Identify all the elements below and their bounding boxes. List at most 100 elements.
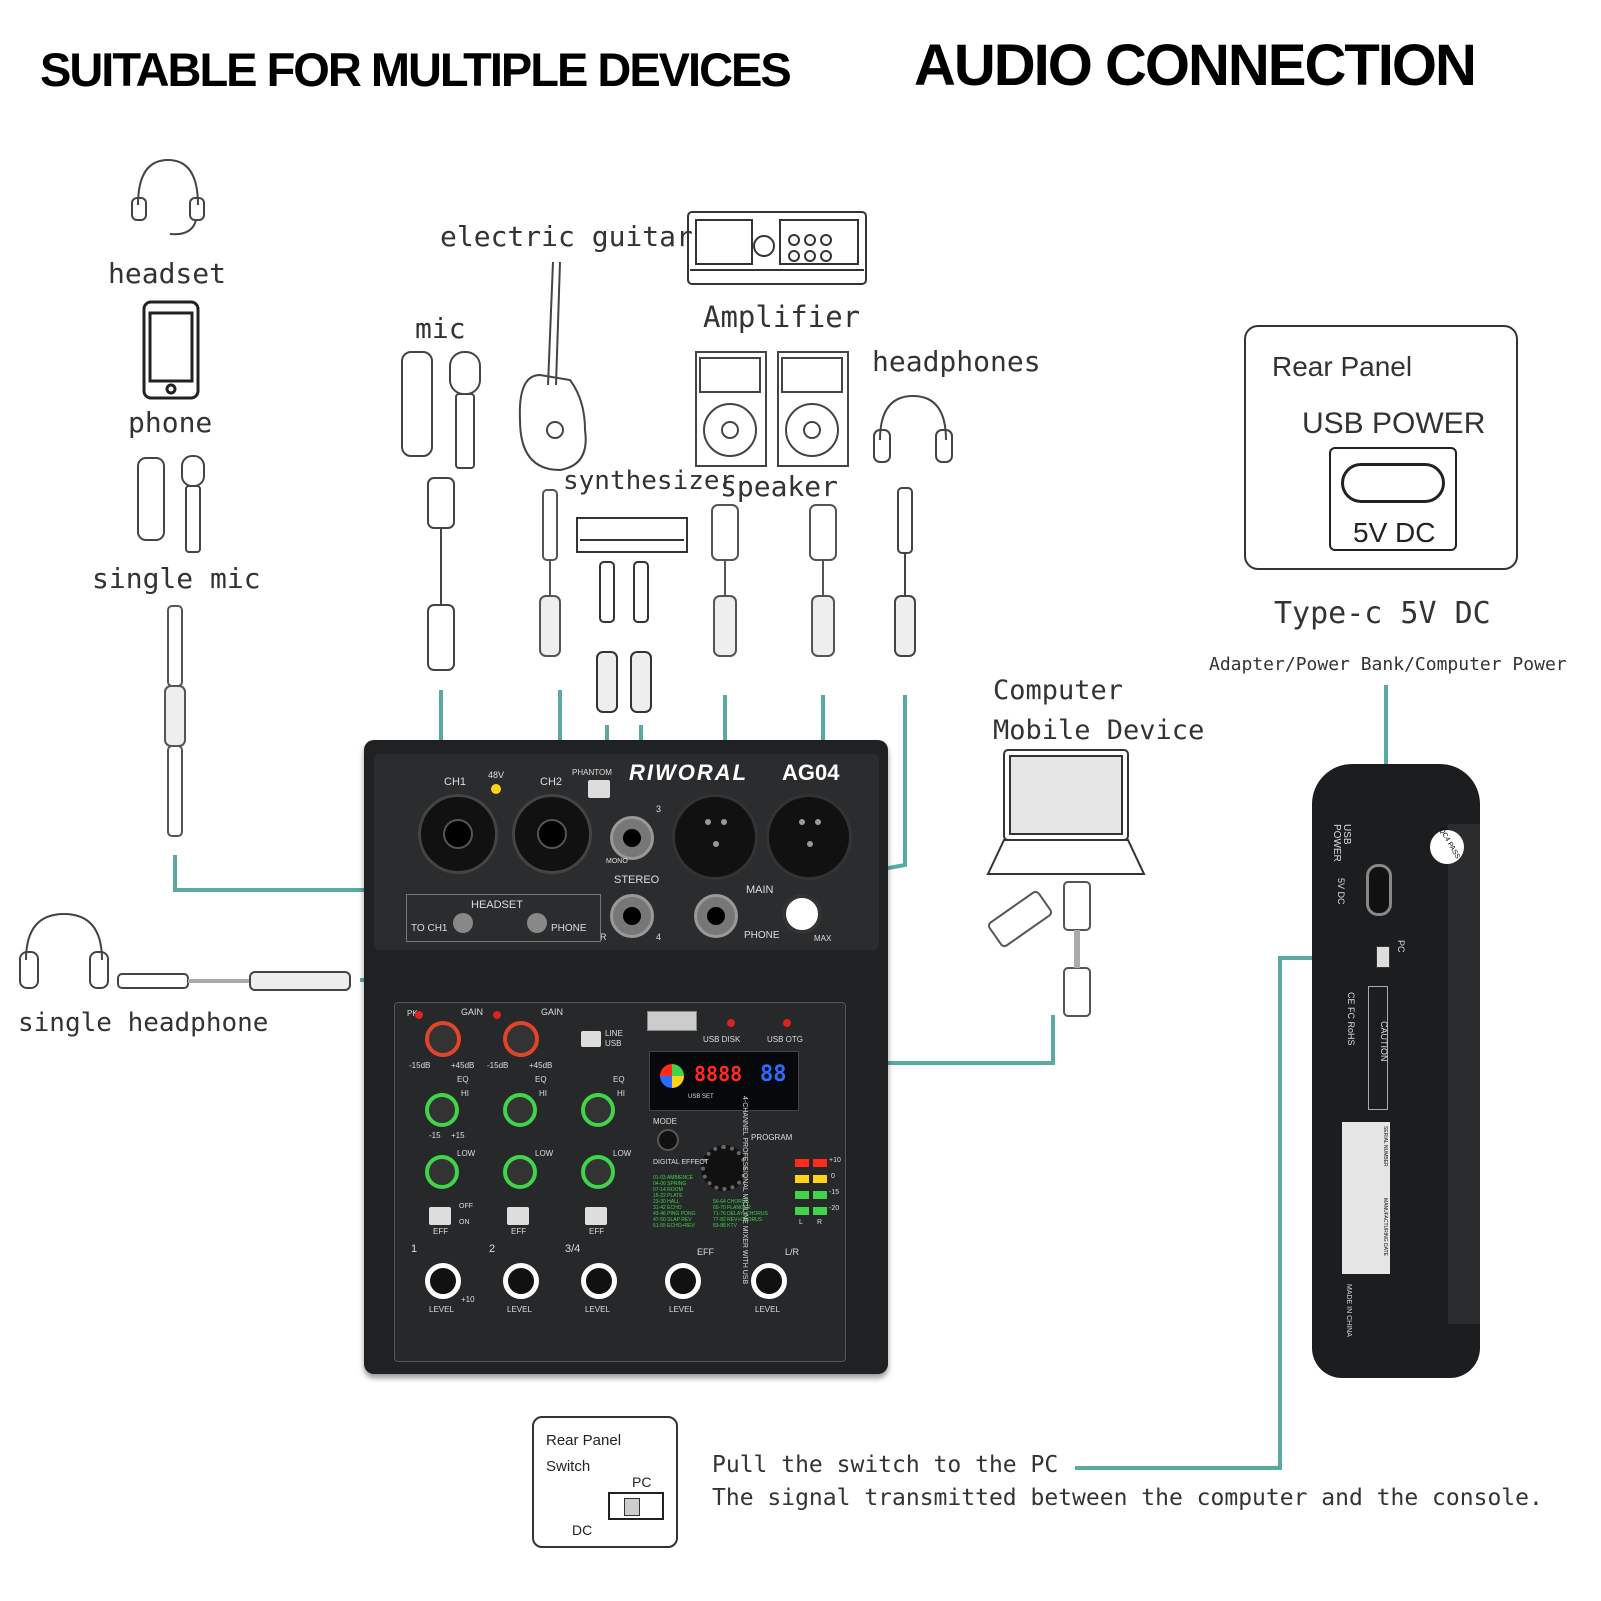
effect-item: 07-14 ROOM xyxy=(653,1187,683,1193)
eff-label-2: EFF xyxy=(511,1227,527,1236)
ch2-peak-led xyxy=(493,1011,501,1019)
rear-device-side xyxy=(1448,824,1480,1324)
level-label-5: LEVEL xyxy=(755,1305,780,1314)
label-mic: mic xyxy=(415,312,466,345)
effect-item: 43-46 PING PONG xyxy=(653,1211,696,1217)
rear-5vdc-label: 5V DC xyxy=(1336,878,1346,905)
label-headset: headset xyxy=(108,257,227,290)
gain-label-2: GAIN xyxy=(541,1007,564,1017)
label-mobile-device: Mobile Device xyxy=(993,715,1205,746)
ch1-eq-low-knob[interactable] xyxy=(425,1155,459,1189)
label-headphones: headphones xyxy=(872,345,1041,378)
hi-label-1: HI xyxy=(461,1089,469,1098)
program-knob[interactable] xyxy=(701,1145,747,1191)
caution-box: CAUTION xyxy=(1368,986,1389,1110)
line-usb-switch[interactable] xyxy=(581,1031,601,1047)
effect-item: 31-42 ECHO xyxy=(653,1205,682,1211)
input-4-jack[interactable] xyxy=(610,894,654,938)
rear-panel-usb-box: Rear Panel USB POWER 5V DC xyxy=(1244,325,1518,570)
program-label: PROGRAM xyxy=(751,1133,793,1142)
mixer-body: RIWORAL AG04 CH1 48V CH2 PHANTOM 3 MONO … xyxy=(364,740,888,1374)
meter-l-label: L xyxy=(799,1219,803,1226)
digital-effect-label: DIGITAL EFFECT xyxy=(653,1159,709,1166)
label-synthesizer: synthesizer xyxy=(563,466,736,496)
level-meter xyxy=(795,1155,835,1235)
hi-label-2: HI xyxy=(539,1089,547,1098)
type-c-label: Type-c 5V DC xyxy=(1274,596,1491,631)
usb-disk-led xyxy=(727,1019,735,1027)
eff-level-knob[interactable] xyxy=(665,1263,701,1299)
ch2-combo-jack[interactable] xyxy=(512,794,592,874)
qc-pass-sticker: QC4 PASS xyxy=(1430,827,1464,864)
headset-mic-jack[interactable] xyxy=(453,913,473,933)
effect-display: 8888 88 USB SET xyxy=(649,1051,799,1111)
ch34-eq-hi-knob[interactable] xyxy=(581,1093,615,1127)
label-single-mic: single mic xyxy=(92,562,261,595)
rear-panel-switch-box: Rear Panel Switch PC DC xyxy=(532,1416,678,1548)
mic-icon xyxy=(401,351,481,671)
ch1-level-knob[interactable] xyxy=(425,1263,461,1299)
meter-label-3: -20 xyxy=(829,1205,840,1212)
usb-power-label: USB POWER xyxy=(1302,407,1486,440)
ch1-gain-knob[interactable] xyxy=(425,1021,461,1057)
stereo-label: STEREO xyxy=(614,874,660,886)
meter-label-2: -15 xyxy=(829,1189,840,1196)
low-label-2: LOW xyxy=(535,1149,554,1158)
made-in-label: MADE IN CHINA xyxy=(1345,1284,1352,1337)
headset-phone-jack[interactable] xyxy=(527,913,547,933)
eq-label-3: EQ xyxy=(613,1075,625,1084)
ch2-gain-knob[interactable] xyxy=(503,1021,539,1057)
ch2-eq-low-knob[interactable] xyxy=(503,1155,537,1189)
ch2-level-knob[interactable] xyxy=(503,1263,539,1299)
ch34-level-knob[interactable] xyxy=(581,1263,617,1299)
headset-phone-label: PHONE xyxy=(551,923,587,934)
ch1-eq-hi-knob[interactable] xyxy=(425,1093,459,1127)
to-ch1-label: TO CH1 xyxy=(411,923,448,934)
level-label-1: LEVEL xyxy=(429,1305,454,1314)
usb-otg-led xyxy=(783,1019,791,1027)
max-label: MAX xyxy=(814,934,832,943)
phones-jack[interactable] xyxy=(694,894,738,938)
v48-label: 48V xyxy=(488,770,505,780)
switch-dc-label: DC xyxy=(572,1522,593,1538)
phantom-button[interactable] xyxy=(588,780,610,798)
headphones-icon xyxy=(873,394,953,657)
ch34-eq-low-knob[interactable] xyxy=(581,1155,615,1189)
mixer-side-text: 4-CHANNEL PROFESSIONAL MIC/LINE MIXER WI… xyxy=(741,1096,748,1285)
label-electric-guitar: electric guitar xyxy=(440,220,693,253)
jack-plug-icon xyxy=(164,605,186,837)
main-out-right-xlr[interactable] xyxy=(766,794,852,880)
headset-label: HEADSET xyxy=(471,899,523,911)
mode-button[interactable] xyxy=(657,1129,679,1151)
level-label-2: LEVEL xyxy=(507,1305,532,1314)
input-3-jack[interactable] xyxy=(610,816,654,860)
ch1-combo-jack[interactable] xyxy=(418,794,498,874)
mode-label: MODE xyxy=(653,1117,677,1126)
label-amplifier: Amplifier xyxy=(703,300,861,334)
ch2-eq-hi-knob[interactable] xyxy=(503,1093,537,1127)
rear-pc-switch[interactable] xyxy=(1376,946,1390,968)
rear-usb-label: USB xyxy=(1341,824,1352,845)
label-computer: Computer xyxy=(993,675,1124,706)
port-5v-label: 5V DC xyxy=(1353,517,1436,548)
phantom-label: PHANTOM xyxy=(572,768,612,777)
ch1-eff-button[interactable] xyxy=(429,1207,451,1225)
headset-section: HEADSET TO CH1 PHONE xyxy=(406,894,601,942)
effect-item: 71-76 DELAY+CHORUS xyxy=(713,1211,768,1217)
effects-list-right: 56-64 CHORUS 65-70 FLANGER 71-76 DELAY+C… xyxy=(713,1199,773,1239)
usb-label: USB xyxy=(605,1039,622,1048)
rear-usb-c-port[interactable] xyxy=(1366,864,1392,916)
mixer-model: AG04 xyxy=(782,760,840,785)
low-label-1: LOW xyxy=(457,1149,476,1158)
gain-max-2: +45dB xyxy=(529,1061,553,1070)
gain-label-1: GAIN xyxy=(461,1007,484,1017)
ch34-eff-button[interactable] xyxy=(585,1207,607,1225)
main-out-left-xlr[interactable] xyxy=(672,794,758,880)
phones-volume-knob[interactable] xyxy=(782,894,822,934)
switch-icon xyxy=(608,1492,664,1520)
label-single-headphone: single headphone xyxy=(18,1008,269,1038)
ch2-eff-button[interactable] xyxy=(507,1207,529,1225)
usb-port[interactable] xyxy=(647,1011,697,1031)
main-level-knob[interactable] xyxy=(751,1263,787,1299)
rear-panel-title: Rear Panel xyxy=(1272,351,1413,382)
